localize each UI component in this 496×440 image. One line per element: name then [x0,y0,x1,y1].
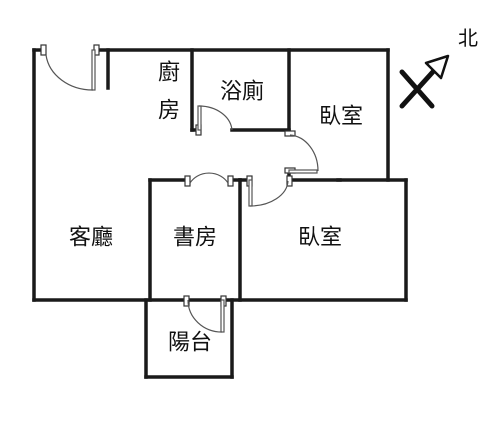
entrance-door [40,44,100,91]
room-label-bedroom-south: 臥室 [298,226,342,251]
room-label-living-room: 客廳 [69,226,113,251]
balcony-door [183,295,227,333]
north-label: 北 [458,26,478,50]
bedroom-south-door [246,175,293,207]
bathroom-door [195,105,233,136]
doors [40,44,319,333]
room-label-bathroom: 浴廁 [220,80,264,105]
study-door [184,172,234,187]
walls [32,48,408,379]
bedroom-north-door [284,130,319,174]
room-labels: 廚 房 浴廁 臥室 客廳 書房 臥室 陽台 [69,61,363,356]
north-arrow-icon [399,54,450,109]
room-label-bedroom-north: 臥室 [319,105,363,130]
room-label-kitchen-line2: 房 [158,99,180,124]
room-label-kitchen-line1: 廚 [158,61,180,86]
room-label-balcony: 陽台 [168,331,212,356]
room-label-study: 書房 [173,226,217,251]
north-compass: 北 [399,26,478,109]
